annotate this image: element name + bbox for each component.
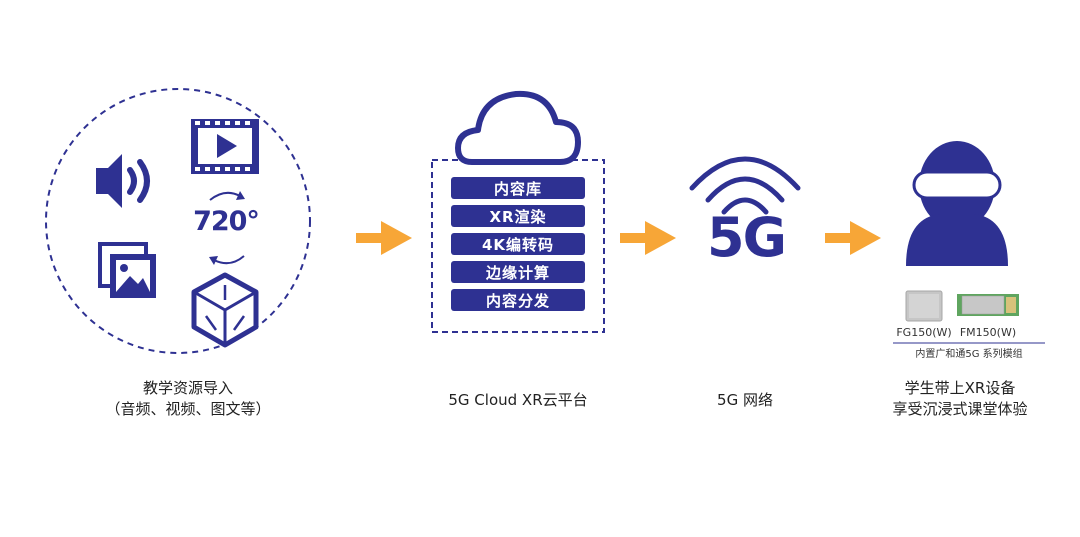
cloud-icon (455, 90, 581, 165)
caption-stage4: 学生带上XR设备 享受沉浸式课堂体验 (870, 378, 1050, 420)
module-chip-fm150 (957, 294, 1019, 316)
wifi-signal-icon (689, 156, 801, 215)
speaker-icon (96, 154, 150, 208)
caption-stage2: 5G Cloud XR云平台 (448, 391, 588, 409)
flow-arrow-1 (356, 221, 412, 255)
caption-stage4-line1: 学生带上XR设备 (904, 379, 1016, 397)
rotate-720-icon (209, 191, 245, 265)
module-chip-fg150 (905, 290, 943, 322)
pill-content-library: 内容库 (493, 179, 542, 198)
caption-stage1-line2: （音频、视频、图文等） (105, 400, 271, 418)
pill-xr-rendering: XR渲染 (489, 207, 547, 226)
caption-stage4-line2: 享受沉浸式课堂体验 (892, 400, 1028, 418)
label-720: 720° (193, 206, 260, 237)
video-icon (191, 119, 259, 174)
cube-icon (191, 272, 259, 348)
symbol-5g: 5G (707, 206, 787, 269)
pill-edge-computing: 边缘计算 (485, 263, 550, 282)
caption-stage3: 5G 网络 (717, 391, 773, 409)
caption-stage1-line1: 教学资源导入 (142, 379, 233, 397)
module-label-fg150: FG150(W) (896, 326, 952, 339)
pill-1-bg (451, 177, 585, 199)
pill-3-bg (451, 233, 585, 255)
pill-4k-transcoding: 4K编转码 (481, 235, 555, 254)
flow-arrow-2 (620, 221, 676, 255)
pill-5-bg (451, 289, 585, 311)
vr-user-icon (906, 141, 1008, 266)
pill-2-bg (451, 205, 585, 227)
image-gallery-icon (98, 242, 156, 298)
pill-content-distribution: 内容分发 (485, 291, 550, 310)
module-label-fm150: FM150(W) (959, 326, 1017, 339)
module-series-label: 内置广和通5G 系列模组 (915, 349, 1023, 360)
pill-4-bg (451, 261, 585, 283)
resource-dashed-circle (45, 88, 311, 354)
caption-stage1: 教学资源导入 （音频、视频、图文等） (98, 378, 278, 420)
flow-arrow-3 (825, 221, 881, 255)
